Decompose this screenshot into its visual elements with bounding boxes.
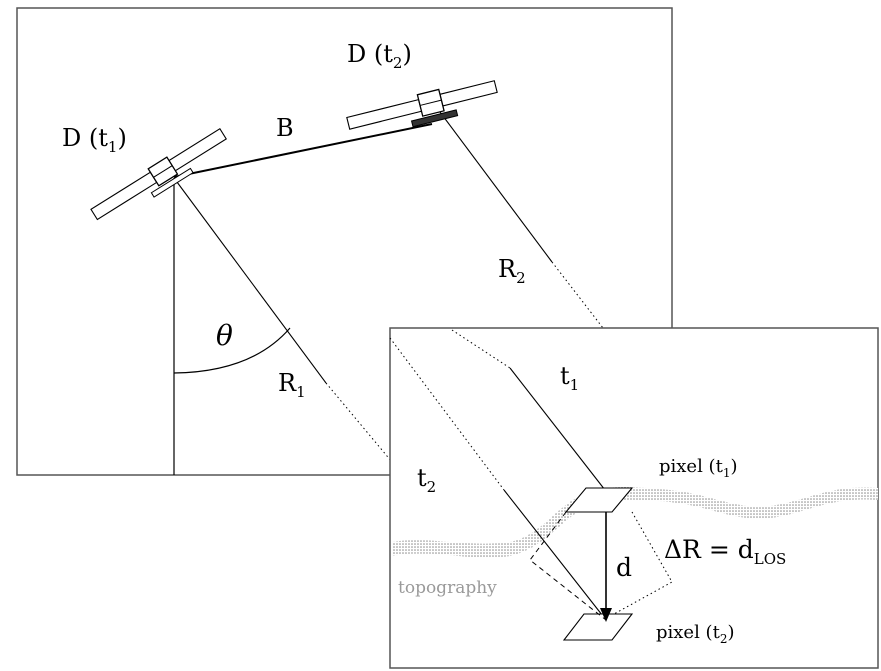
pixel-t2-label: pixel (t2) <box>656 622 735 646</box>
topography-band <box>392 487 878 558</box>
range-2-label: R2 <box>498 255 526 287</box>
los-dashed-lines <box>529 511 607 621</box>
angle-label: θ <box>216 319 233 352</box>
inset-t2-line <box>503 489 607 621</box>
displacement-label: d <box>616 553 632 582</box>
satellite-t2-icon <box>346 80 498 130</box>
satellite-t1-label: D (t1) <box>62 124 127 156</box>
inset-t2-label: t2 <box>417 464 436 496</box>
range-1-line <box>173 177 327 384</box>
delta-r-label: ΔR = dLOS <box>664 535 786 568</box>
topography-label: topography <box>398 578 497 598</box>
range-2-line <box>436 107 553 263</box>
pixel-t1-label: pixel (t1) <box>659 456 738 480</box>
pixel-t1-shape <box>564 487 634 513</box>
range-1-label: R1 <box>278 369 306 401</box>
pixel-t2-shape <box>562 613 634 641</box>
inset-t1-line <box>509 367 606 491</box>
displacement-arrow-head <box>600 608 612 622</box>
baseline-line <box>173 123 433 178</box>
inset-t1-label: t1 <box>560 362 579 394</box>
range-1-dotted-line <box>325 382 393 463</box>
range-2-dotted-line <box>551 261 604 329</box>
satellite-t1-icon <box>90 127 227 221</box>
satellite-t2-label: D (t2) <box>347 40 412 72</box>
incidence-angle-arc <box>173 327 291 374</box>
inset-t2-dotted-line <box>389 337 505 491</box>
baseline-label: B <box>276 114 294 142</box>
